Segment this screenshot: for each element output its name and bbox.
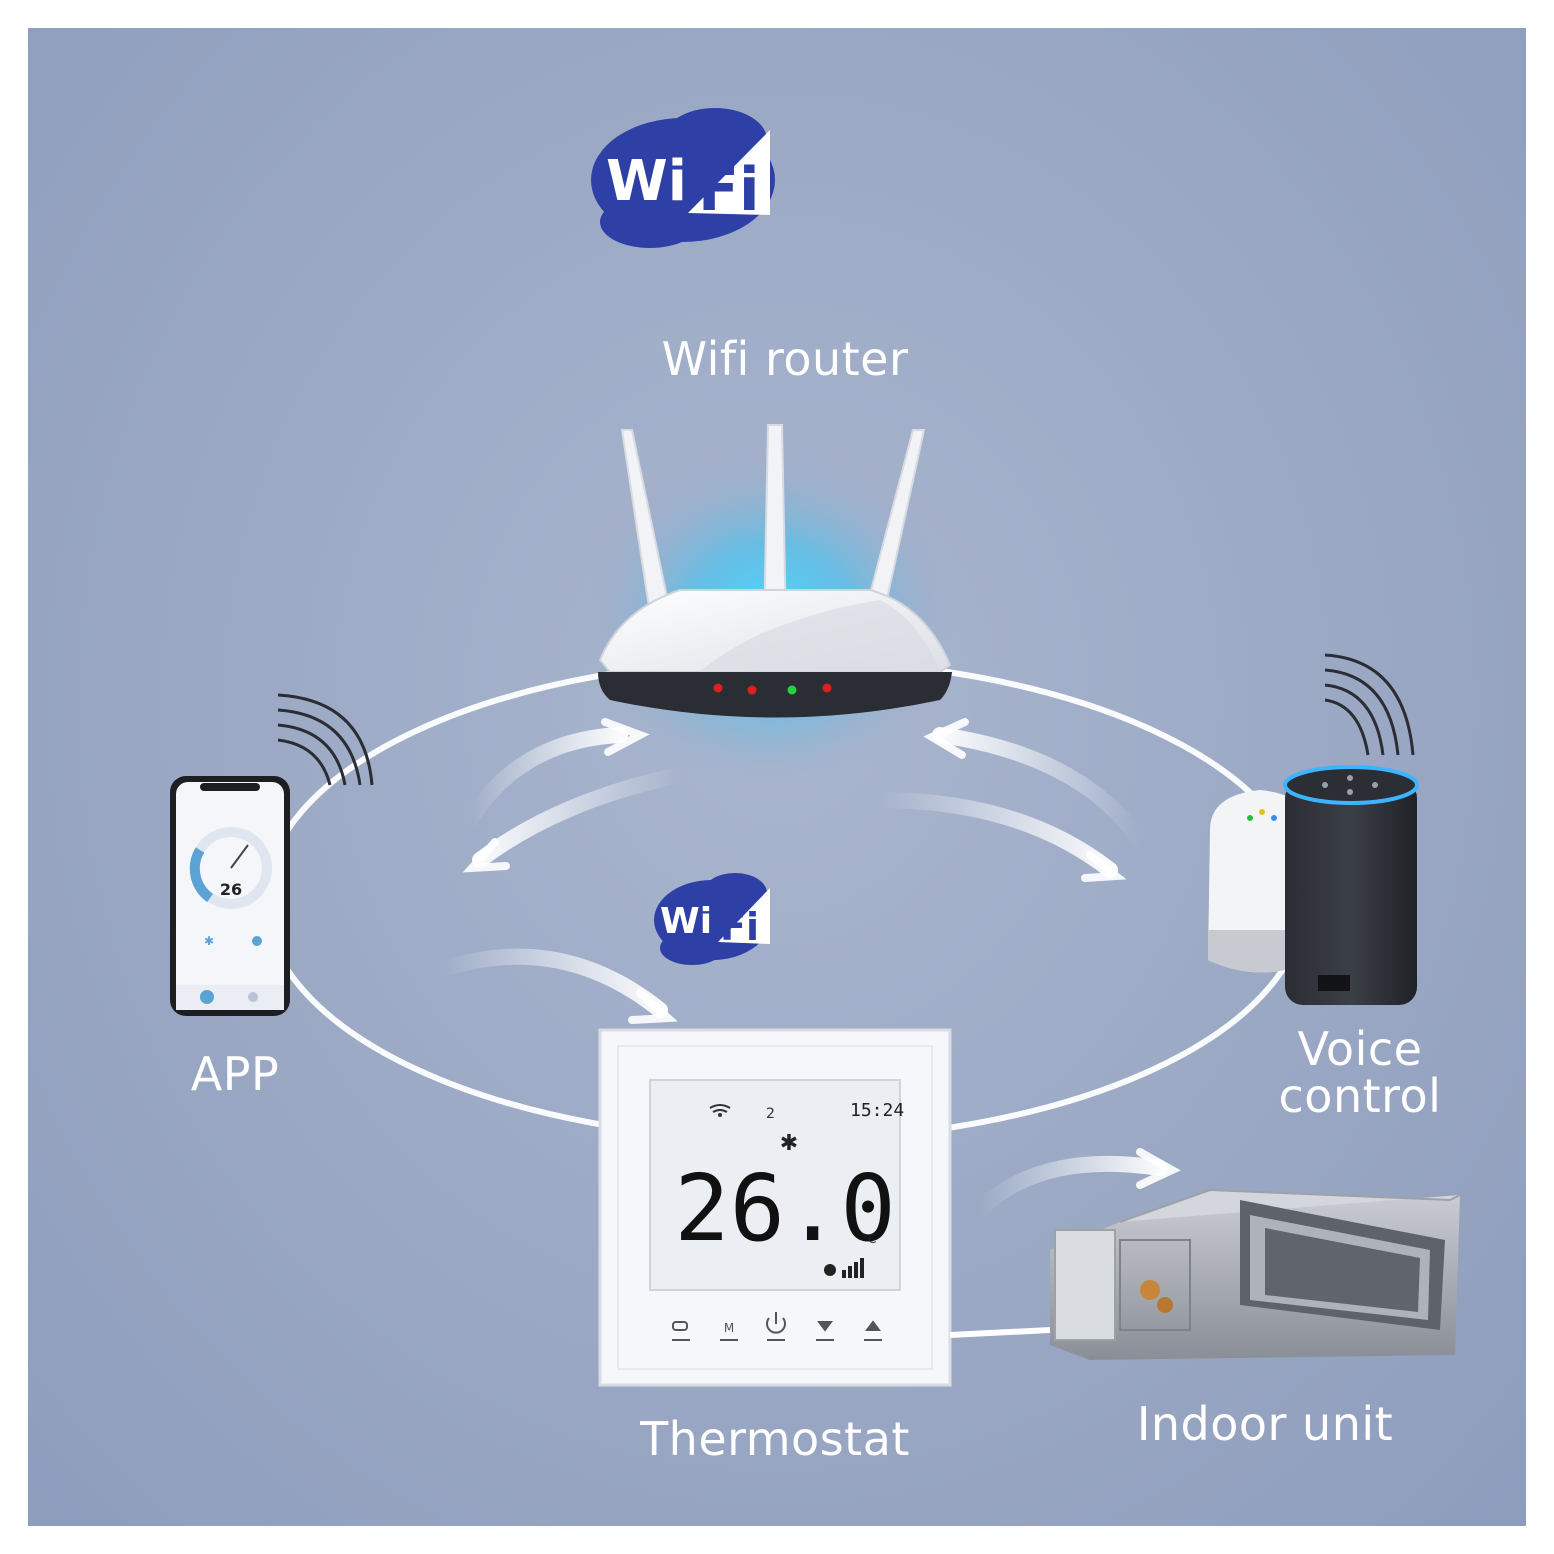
wifi-logo-top-icon: Wi Fi [591,108,775,248]
indoor-unit-label: Indoor unit [1136,1397,1394,1451]
smart-speakers-icon [1208,765,1419,1005]
voice-control-label-line2: control [1278,1069,1442,1123]
wifi-logo-middle-icon: Wi Fi [654,873,770,965]
phone-temperature: 26 [220,880,242,899]
temperature-display: 26.0 [674,1155,896,1262]
voice-control-label-line1: Voice [1297,1022,1423,1076]
mode-button-label[interactable]: M [724,1321,734,1335]
timer-icon[interactable] [672,1321,688,1331]
wifi-logo-fi-text: Fi [698,155,760,225]
smartphone-app-icon: 26 ✱ [170,776,290,1016]
power-icon[interactable] [766,1317,786,1334]
app-label: APP [190,1047,280,1101]
mode-number: 2 [766,1106,775,1122]
fan-speed-icon [824,1258,864,1278]
router-label: Wifi router [661,332,909,386]
wifi-logo-wi-text: Wi [660,901,712,942]
wifi-signal-icon [709,1104,731,1113]
down-arrow-icon[interactable] [817,1321,833,1332]
indoor-unit-icon [1050,1188,1461,1360]
wifi-router-icon [598,424,952,718]
thermostat-buttons [672,1312,882,1341]
snowflake-icon: ✱ [204,934,214,948]
clock-display: 15:24 [850,1100,904,1121]
up-arrow-icon[interactable] [865,1320,881,1331]
thermostat-device-icon: 2 15:24 ✱ 26.0 °C M [598,1028,952,1387]
temperature-unit: °C [862,1232,876,1246]
wifi-logo-wi-text: Wi [606,149,687,214]
data-flow-arrows [432,718,1181,1218]
snowflake-icon: ✱ [780,1131,798,1156]
thermostat-label: Thermostat [640,1412,910,1466]
settings-icon [252,936,262,946]
phone-signal-waves-icon [277,693,374,786]
power-icon [200,990,214,1004]
speaker-signal-waves-icon [1324,653,1415,756]
wifi-logo-fi-text: Fi [720,905,759,949]
thermostat-to-indoor-link [949,1327,1051,1338]
